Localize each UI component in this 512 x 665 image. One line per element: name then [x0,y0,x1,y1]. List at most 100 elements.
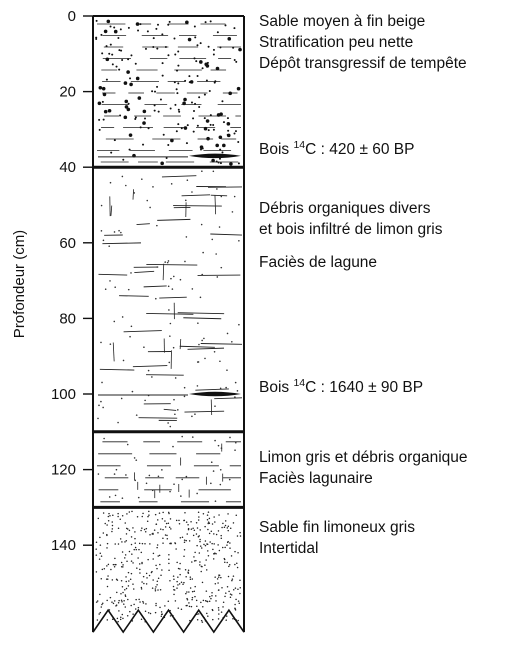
wood-fragment [189,391,241,397]
fine-sand-grain [236,535,239,537]
fine-sand-grain [217,582,219,584]
silt-speck [226,332,229,335]
silt-speck [144,399,146,402]
layer-description-line: Intertidal [259,540,318,557]
fine-sand-grain [218,609,220,611]
organic-debris-line [210,194,228,197]
fine-sand-grain [117,512,119,515]
fine-sand-grain [198,516,200,518]
fine-sand-grain [139,568,141,571]
fine-sand-grain [239,579,241,581]
fine-sand-grain [193,529,196,532]
fine-sand-grain [159,563,161,566]
date-label-value: : 1640 ± 90 BP [316,379,423,396]
silt-speck [191,191,193,193]
fine-sand-grain [169,518,172,520]
sand-grain [153,109,156,112]
fine-sand-grain [214,576,216,578]
fine-sand-grain [130,543,133,546]
fine-sand-grain [178,583,181,585]
fine-sand-grain [130,560,133,562]
layer-description-line: Stratification peu nette [259,34,413,51]
sand-grain [207,45,210,48]
silt-speck [191,288,194,290]
fine-sand-grain [196,527,199,529]
silt-speck [173,398,175,401]
sand-grain [177,64,180,67]
fine-sand-grain [183,581,185,584]
fine-sand-grain [185,539,187,542]
fine-sand-grain [123,603,125,605]
fine-sand-grain [177,576,179,578]
fine-sand-grain [96,619,99,621]
fine-sand-grain [130,572,133,575]
silt-speck [171,288,174,290]
silt-speck [168,361,171,364]
fine-sand-grain [194,551,196,554]
fine-sand-grain [206,543,209,546]
fine-sand-grain [124,588,126,591]
fine-sand-grain [215,595,217,597]
fine-sand-grain [210,530,213,532]
organic-debris-line [187,347,225,350]
fine-sand-grain [212,558,215,560]
fine-sand-grain [95,601,98,603]
fine-sand-grain [117,543,120,545]
fine-sand-grain [224,524,227,527]
fine-sand-grain [208,600,211,603]
fine-sand-grain [151,570,153,573]
fine-sand-grain [157,531,159,534]
silt-speck [219,468,222,471]
organic-debris-line [210,233,243,236]
silt-speck [231,341,233,343]
fine-sand-grain [220,534,222,537]
fine-sand-grain [111,618,114,621]
fine-sand-grain [133,603,135,606]
fine-sand-grain [123,599,125,602]
fine-sand-grain [169,579,171,582]
fine-sand-grain [203,543,205,546]
silt-speck [149,206,151,209]
sand-grain [212,123,215,126]
fine-sand-grain [161,613,163,615]
fine-sand-grain [217,618,220,620]
fine-sand-grain [102,532,105,534]
fine-sand-grain [134,531,136,533]
organic-debris-line [195,388,229,391]
sand-grain [147,127,150,130]
silt-speck [186,179,189,182]
fine-sand-grain [138,598,140,601]
sand-grain [146,30,149,33]
fine-sand-grain [140,551,143,554]
fine-sand-grain [189,587,192,589]
fine-sand-grain [236,566,239,569]
silt-speck [122,359,125,362]
fine-sand-grain [149,612,152,615]
sand-grain [139,126,142,129]
sand-grain [235,60,238,63]
fine-sand-grain [185,592,187,595]
sand-grain [187,37,192,42]
silt-speck [117,421,119,424]
fine-sand-grain [174,542,177,545]
sand-grain [142,143,145,146]
fine-sand-grain [196,544,198,547]
fine-sand-grain [225,615,228,617]
fine-sand-grain [227,575,230,578]
silt-speck [127,288,130,291]
fine-sand-grain [175,519,178,522]
fine-sand-grain [146,520,149,523]
sand-grain [176,69,179,72]
fine-sand-grain [204,544,207,547]
silt-speck [213,350,216,353]
sand-grain [170,138,174,143]
fine-sand-grain [193,560,196,562]
fine-sand-grain [170,528,172,530]
fine-sand-grain [116,617,119,620]
sand-grain [203,126,208,131]
sand-grain [176,92,179,95]
sand-grain [126,70,130,74]
fine-sand-grain [208,532,211,535]
